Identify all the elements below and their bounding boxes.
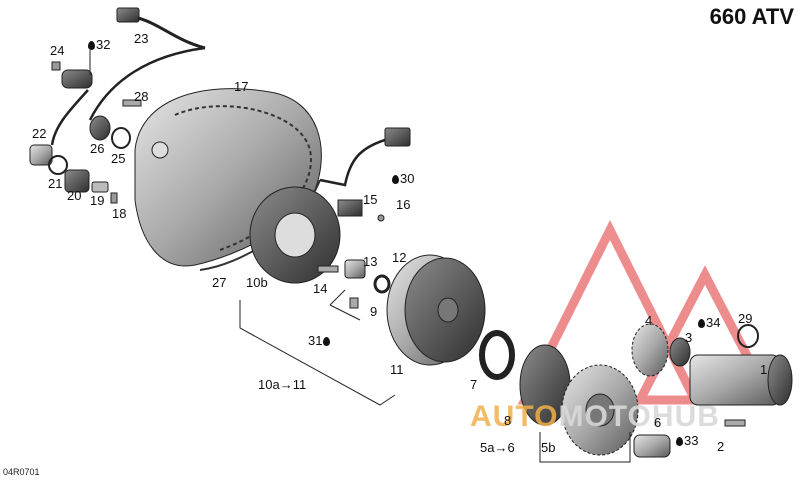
callout-25: 25 — [111, 151, 126, 166]
watermark-text: AUTOMOTOHUB — [470, 400, 720, 434]
speed-sensor — [51, 61, 93, 89]
callout-32: 32 — [88, 38, 110, 51]
lubricant-drop-icon — [323, 337, 331, 346]
watermark-text-part1: AUTO — [470, 400, 559, 433]
callout-30: 30 — [392, 172, 414, 185]
diagram-code: 04R0701 — [3, 467, 40, 477]
callout-2: 2 — [717, 439, 725, 454]
callout-8: 8 — [504, 413, 512, 428]
callout-19: 19 — [90, 193, 105, 208]
callout-10a-11: 10a→11 — [258, 377, 307, 392]
callout-14: 14 — [313, 281, 328, 296]
starter-gears — [519, 344, 639, 456]
diagram-title: 660 ATV — [709, 4, 794, 29]
callout-26: 26 — [90, 141, 105, 156]
rotor-flywheel — [386, 254, 486, 366]
lubricant-drop-icon — [88, 41, 95, 50]
callout-18: 18 — [112, 206, 127, 221]
intermediate-gear — [631, 323, 691, 377]
callout-33: 33 — [676, 434, 698, 447]
callout-17: 17 — [234, 79, 249, 94]
callout-28: 28 — [134, 89, 149, 104]
callout-29: 29 — [738, 311, 753, 326]
small-parts-left — [29, 99, 142, 204]
callout-23: 23 — [134, 31, 149, 46]
callout-12: 12 — [392, 250, 407, 265]
callout-21: 21 — [48, 176, 63, 191]
lubricant-drop-icon — [698, 319, 705, 328]
o-ring — [737, 324, 759, 348]
lubricant-drop-icon — [676, 437, 683, 446]
callout-15: 15 — [363, 192, 378, 207]
callout-24: 24 — [50, 43, 65, 58]
callout-9: 9 — [370, 304, 378, 319]
callout-7: 7 — [470, 377, 478, 392]
callout-6: 6 — [654, 415, 662, 430]
callout-22: 22 — [32, 126, 47, 141]
stator-harness — [319, 127, 411, 222]
callout-3: 3 — [685, 330, 693, 345]
leader-lines — [89, 50, 631, 463]
starter-motor — [689, 354, 793, 427]
callout-5b: 5b — [541, 440, 556, 455]
callout-31: 31 — [308, 334, 331, 347]
sensor-harness — [50, 7, 206, 146]
watermark-text-part3: HUB — [651, 400, 720, 433]
bearing — [633, 434, 671, 458]
callout-16: 16 — [396, 197, 411, 212]
callout-1: 1 — [760, 362, 768, 377]
ring-gear — [479, 330, 515, 380]
callout-27: 27 — [212, 275, 227, 290]
callout-5a-6: 5a→6 — [480, 440, 515, 455]
bolts-center — [317, 259, 391, 309]
callout-13: 13 — [363, 254, 378, 269]
callout-34: 34 — [698, 316, 720, 329]
stator — [249, 186, 341, 284]
callout-10b: 10b — [246, 275, 268, 290]
lubricant-drop-icon — [392, 175, 399, 184]
callout-11: 11 — [390, 362, 404, 377]
callout-4: 4 — [645, 313, 653, 328]
watermark-text-part2: MOTO — [558, 400, 652, 433]
callout-20: 20 — [67, 188, 82, 203]
